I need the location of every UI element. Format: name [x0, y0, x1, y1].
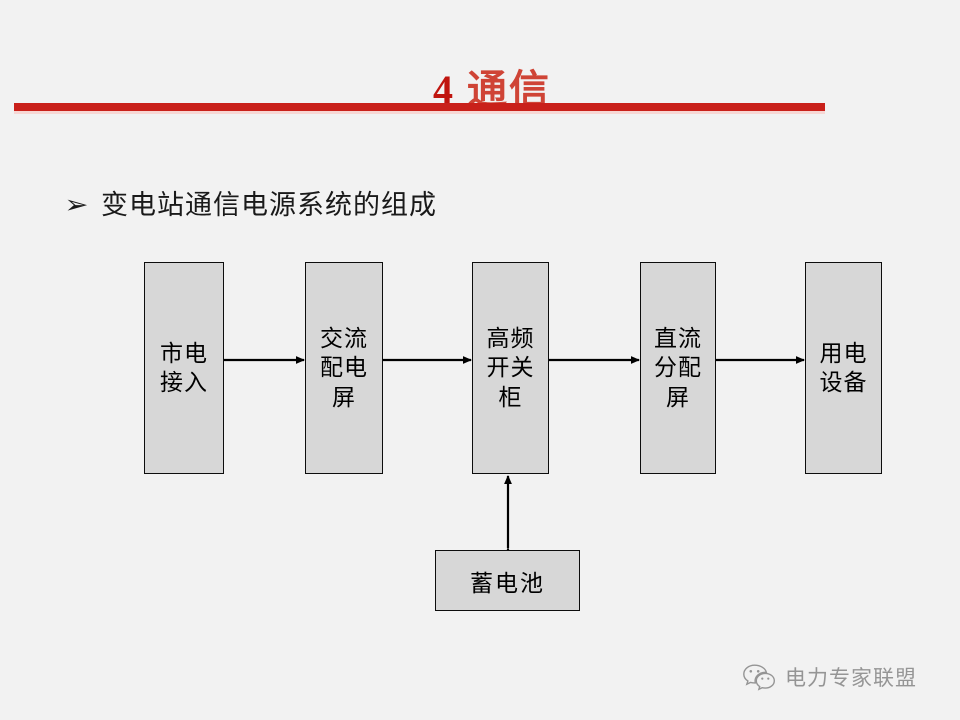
watermark: 电力专家联盟 [742, 662, 917, 692]
flow-node-hf-switch[interactable]: 高频 开关 柜 [472, 262, 549, 474]
flow-node-dc-panel[interactable]: 直流 分配 屏 [640, 262, 716, 474]
flow-node-label: 用电 设备 [819, 340, 868, 395]
flow-node-label: 交流 配电 屏 [320, 325, 368, 410]
flow-node-mains[interactable]: 市电 接入 [144, 262, 224, 474]
flow-node-label: 直流 分配 屏 [654, 325, 702, 410]
flow-node-label: 蓄电池 [470, 570, 545, 596]
title-text: 通信 [467, 67, 551, 112]
flow-node-label: 市电 接入 [160, 340, 208, 395]
title-number: 4 [433, 67, 455, 112]
watermark-label: 电力专家联盟 [785, 666, 917, 690]
title-divider-rule [14, 103, 825, 111]
title-divider-rule-shadow [14, 111, 825, 114]
flow-node-load[interactable]: 用电 设备 [805, 262, 882, 474]
flow-node-label: 高频 开关 柜 [486, 325, 535, 410]
flow-node-ac-panel[interactable]: 交流 配电 屏 [305, 262, 383, 474]
wechat-icon [742, 663, 776, 691]
arrowhead-bullet-icon: ➢ [64, 192, 89, 220]
page-title: 4 通信 [0, 30, 960, 110]
bullet-line: ➢ 变电站通信电源系统的组成 [64, 190, 437, 221]
flow-node-battery[interactable]: 蓄电池 [435, 550, 580, 611]
bullet-label: 变电站通信电源系统的组成 [100, 190, 437, 220]
